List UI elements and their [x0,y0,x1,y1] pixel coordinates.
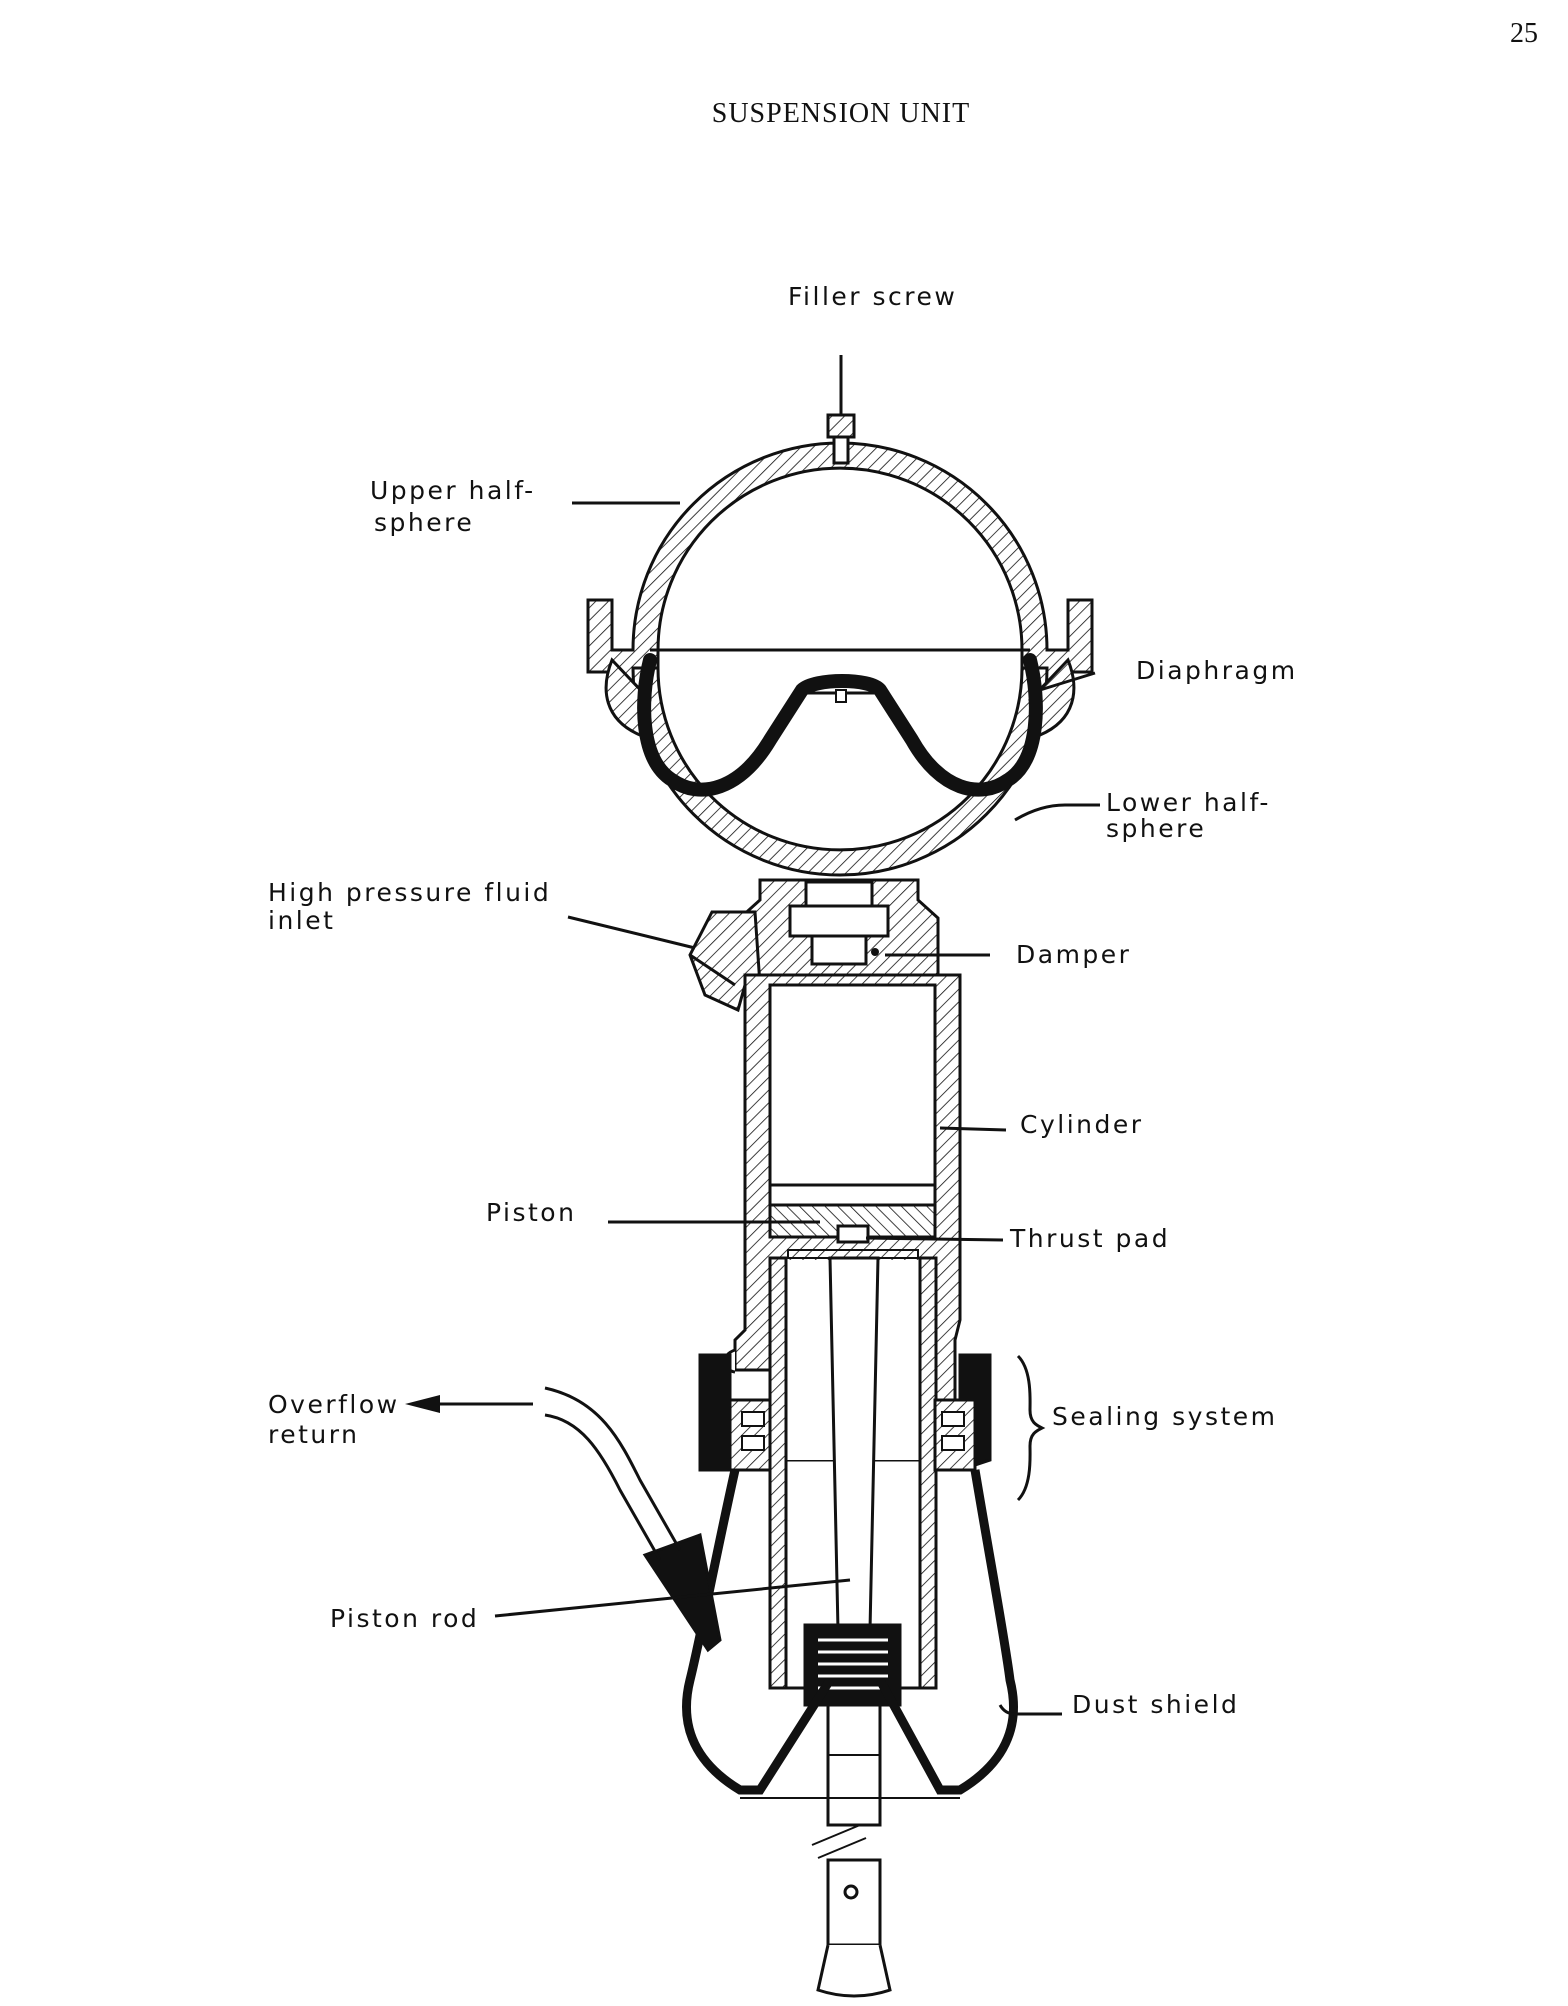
label-lower-half-sphere-1: Lower half- [1106,788,1271,817]
sphere-assembly [586,413,1094,877]
overflow-arrow-icon [405,1395,440,1413]
label-damper: Damper [1016,940,1132,969]
label-lower-half-sphere-2: sphere [1106,814,1207,843]
label-overflow-1: Overflow [268,1390,400,1419]
piston-rod [803,1256,902,1998]
label-high-pressure-2: inlet [268,906,336,935]
leader-lines [440,355,1100,1716]
dust-shield [544,1386,1018,1799]
label-piston: Piston [486,1198,577,1227]
page-title: SUSPENSION UNIT [711,98,971,129]
label-sealing-system: Sealing system [1052,1402,1278,1431]
label-dust-shield: Dust shield [1072,1690,1240,1719]
label-filler-screw: Filler screw [788,282,958,311]
sealing-system [698,1353,992,1472]
label-overflow-2: return [268,1420,360,1449]
damper-block [738,878,940,977]
label-piston-rod: Piston rod [330,1604,480,1633]
diaphragm [637,653,1043,797]
label-diaphragm: Diaphragm [1136,656,1298,685]
label-thrust-pad: Thrust pad [1010,1224,1171,1253]
rod-tube [768,1256,938,1690]
page-number: 25 [1510,18,1538,49]
label-cylinder: Cylinder [1020,1110,1144,1139]
lower-half-sphere [631,666,1049,877]
label-upper-half-sphere-2: sphere [374,508,475,537]
high-pressure-inlet [688,910,762,1013]
label-high-pressure-1: High pressure fluid [268,878,552,907]
label-upper-half-sphere-1: Upper half- [370,476,536,505]
piston [768,1203,937,1259]
